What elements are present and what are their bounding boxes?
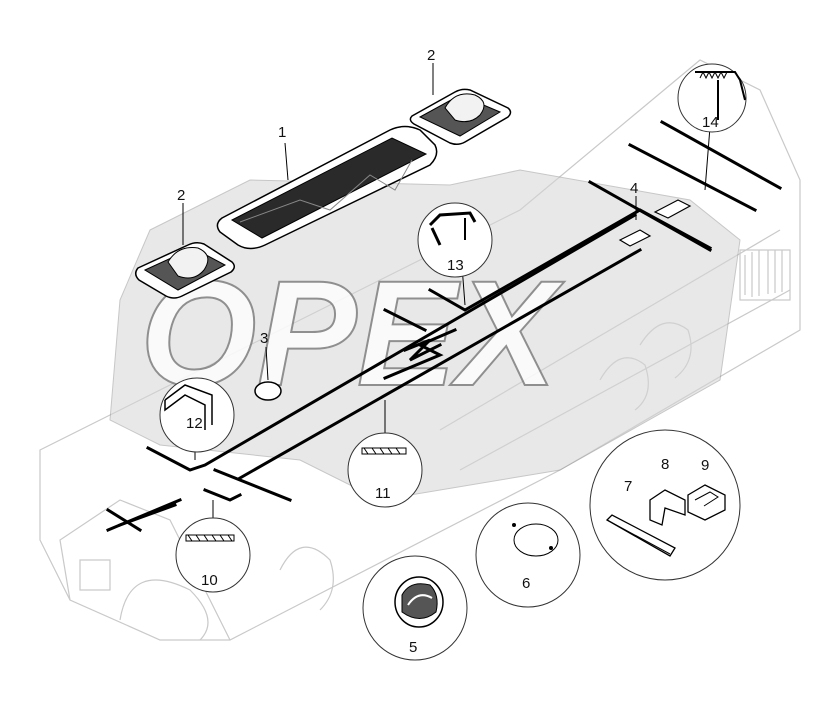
callout-8: 8 — [661, 456, 669, 473]
callout-1: 1 — [278, 124, 286, 141]
callout-2-upper: 2 — [427, 47, 435, 64]
detail-circle-7-8-9 — [589, 429, 741, 581]
callout-12: 12 — [186, 415, 203, 432]
detail-circle-10 — [175, 517, 251, 593]
callout-5: 5 — [409, 639, 417, 656]
callout-10: 10 — [201, 572, 218, 589]
part-2-hatch-upper — [409, 88, 512, 146]
callout-9: 9 — [701, 457, 709, 474]
detail-circle-13 — [417, 202, 493, 278]
detail-circle-6 — [475, 502, 581, 608]
detail-circle-11 — [347, 432, 423, 508]
roof-seal-strips — [105, 119, 783, 533]
detail-circle-12 — [159, 377, 235, 453]
part-1-roof-hatch — [216, 125, 438, 250]
callout-13: 13 — [447, 257, 464, 274]
roof-panel-small — [618, 229, 652, 247]
part-2-hatch-lower — [135, 241, 235, 299]
side-vent — [739, 249, 791, 301]
roof-panel-small-2 — [653, 199, 692, 219]
callout-2-lower: 2 — [177, 187, 185, 204]
detail-circle-5 — [362, 555, 468, 661]
part-3-grommet — [254, 381, 282, 401]
callout-4: 4 — [630, 180, 638, 197]
callout-11: 11 — [375, 485, 391, 502]
callout-6: 6 — [522, 575, 530, 592]
callout-14: 14 — [702, 114, 719, 131]
detail-circle-14 — [677, 63, 747, 133]
callout-labels: 1 2 2 3 4 5 6 7 8 9 10 11 12 13 14 — [177, 47, 719, 656]
callout-3: 3 — [260, 330, 268, 347]
callout-7: 7 — [624, 478, 632, 495]
